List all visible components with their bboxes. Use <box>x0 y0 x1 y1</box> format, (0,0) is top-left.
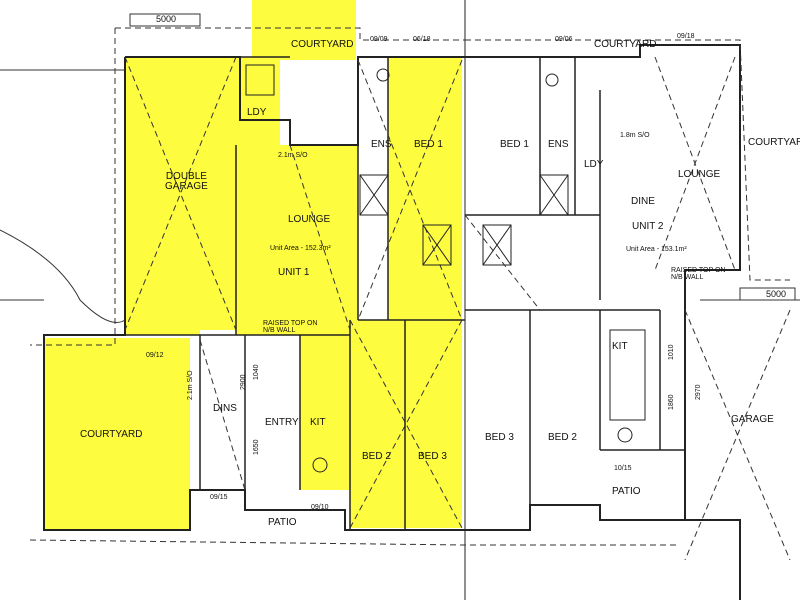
setback-box-top <box>129 13 201 27</box>
unit2-area-label: Unit Area - 153.1m² <box>626 246 687 253</box>
unit1-dins-label: DINS <box>213 403 237 414</box>
unit2-ens-label: ENS <box>548 139 569 150</box>
highlight-lounge-mid <box>236 145 358 335</box>
unit2-bottom-wall <box>465 504 685 531</box>
highlight-courtyard-left <box>44 338 190 530</box>
unit1-courtyard-label: COURTYARD <box>80 429 143 440</box>
unit1-bed2-label: BED 2 <box>362 451 391 462</box>
unit1-kit-label: KIT <box>310 417 326 428</box>
unit2-bed1-label: BED 1 <box>500 139 529 150</box>
unit1-name-label: UNIT 1 <box>278 267 310 278</box>
unit2-courtyard-top-label: COURTYARD <box>594 39 657 50</box>
unit1-so-label: 2.1m S/O <box>278 152 308 159</box>
unit2-dine-label: DINE <box>631 196 655 207</box>
fixtures <box>245 64 646 473</box>
unit1-ldy-label: LDY <box>247 107 267 118</box>
unit1-area-label: Unit Area - 152.3m² <box>270 245 331 252</box>
unit1-raised-top-label: RAISED TOP ON N/B WALL <box>263 320 318 334</box>
window-code: 09/15 <box>210 494 228 501</box>
interior-walls <box>125 56 685 530</box>
dine-width-label: 2900 <box>240 374 247 390</box>
driveway-curve <box>0 229 126 323</box>
window-code: 09/18 <box>677 33 695 40</box>
entry-depth-label: 1650 <box>253 439 260 455</box>
highlight-bed1 <box>388 57 462 320</box>
unit2-kit-label: KIT <box>612 341 628 352</box>
unit2-kit-width-label: 1010 <box>668 344 675 360</box>
unit2-garage-label: GARAGE <box>731 414 774 425</box>
unit1-outer-wall <box>43 57 465 531</box>
top-setback-label: 5000 <box>156 14 177 24</box>
unit2-courtyard-right-label: COURTYARD <box>748 137 800 148</box>
unit2-patio-label: PATIO <box>612 486 641 497</box>
window-code: 09/12 <box>146 352 164 359</box>
unit2-ldy-label: LDY <box>584 159 604 170</box>
site-boundary <box>0 13 800 323</box>
roof-lines <box>29 27 791 561</box>
highlight-bed2-bed3 <box>350 320 462 528</box>
unit1-bed1-label: BED 1 <box>414 139 443 150</box>
unit2-so-label: 1.8m S/O <box>620 132 650 139</box>
window-code: 09/06 <box>555 36 573 43</box>
unit2-outer-wall <box>465 44 741 600</box>
entry-width-label: 1040 <box>253 364 260 380</box>
unit2-kit-depth-label: 1860 <box>668 394 675 410</box>
highlight-courtyard-top <box>252 0 356 60</box>
unit2-name-label: UNIT 2 <box>632 221 664 232</box>
unit2-raised-top-label: RAISED TOP ON N/B WALL <box>671 267 726 281</box>
window-code: 06/18 <box>413 36 431 43</box>
right-setback-label: 5000 <box>766 289 787 299</box>
unit1-ens-label: ENS <box>371 139 392 150</box>
courtyard-side-label: 2.1m S/O <box>187 370 194 400</box>
setback-box-right <box>739 287 796 301</box>
window-code: 09/09 <box>370 36 388 43</box>
unit1-bed3-label: BED 3 <box>418 451 447 462</box>
unit2-bed3-label: BED 3 <box>485 432 514 443</box>
unit2-lounge-label: LOUNGE <box>678 169 721 180</box>
unit2-bed2-label: BED 2 <box>548 432 577 443</box>
unit1-patio-label: PATIO <box>268 517 297 528</box>
unit1-lounge-label: LOUNGE <box>288 214 331 225</box>
unit1-entry-label: ENTRY <box>265 417 299 428</box>
unit1-courtyard-top-label: COURTYARD <box>291 39 354 50</box>
window-code: 10/15 <box>614 465 632 472</box>
highlight-kit-strip <box>300 320 350 490</box>
unit2-garage-depth-label: 2970 <box>695 384 702 400</box>
unit1-garage-label: DOUBLE GARAGE <box>165 172 208 192</box>
unit1-garage-text: DOUBLE GARAGE <box>165 171 208 192</box>
window-code: 09/10 <box>311 504 329 511</box>
